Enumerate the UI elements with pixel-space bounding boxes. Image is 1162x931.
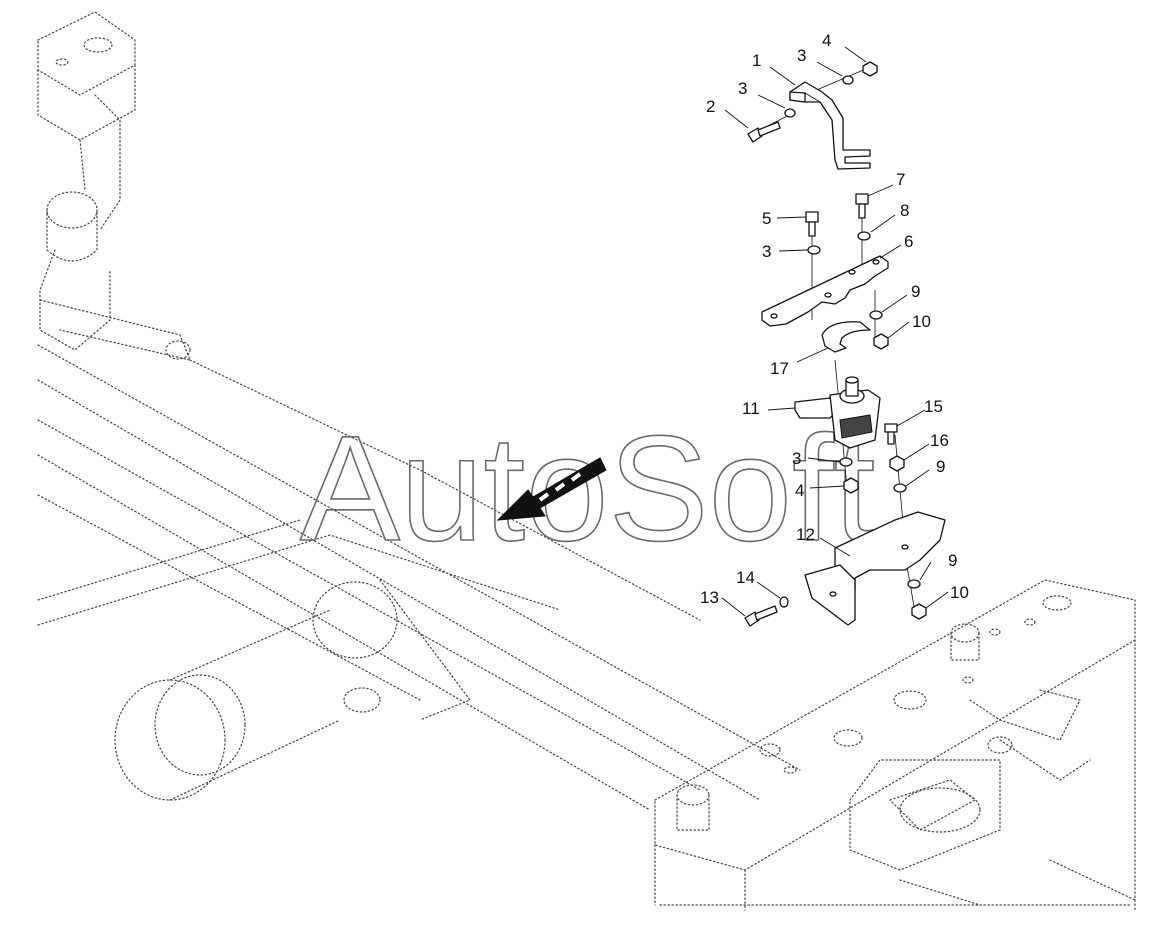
watermark: AutoSoft (299, 403, 876, 573)
callout-labels: 1 2 3 3 3 3 4 4 5 6 7 8 9 9 9 10 10 11 1… (700, 31, 969, 607)
axle-frame-background (37, 11, 1136, 911)
callout-2: 2 (706, 97, 715, 116)
mounting-plate-6 (761, 255, 889, 327)
bolt-15 (884, 423, 898, 445)
callout-9: 9 (936, 457, 945, 476)
callout-15: 15 (924, 397, 943, 416)
callout-7: 7 (896, 170, 905, 189)
nut-4-lower (843, 477, 859, 494)
bolt-2 (747, 121, 781, 143)
callout-4: 4 (822, 31, 831, 50)
callout-16: 16 (930, 431, 949, 450)
nut-4-upper (862, 61, 878, 77)
callout-14: 14 (736, 568, 755, 587)
washer-3-mid (807, 245, 821, 255)
callout-11: 11 (742, 399, 760, 418)
washer-14 (779, 596, 789, 608)
callout-3: 3 (762, 242, 771, 261)
washer-9-upper (869, 310, 883, 320)
callout-5: 5 (762, 209, 771, 228)
washer-8 (857, 231, 871, 241)
level-sensor-11 (794, 376, 881, 449)
callout-9: 9 (911, 282, 920, 301)
bolt-13 (744, 605, 778, 627)
washer-9-lower (907, 579, 921, 589)
callout-13: 13 (700, 588, 719, 607)
watermark-text: AutoSoft (300, 404, 875, 572)
upper-bracket (789, 81, 871, 170)
nut-10-upper (873, 333, 889, 350)
callout-1: 1 (752, 51, 761, 70)
rubber-pad-17 (821, 321, 871, 353)
callout-3: 3 (792, 449, 801, 468)
nut-16 (889, 455, 905, 472)
callout-10: 10 (950, 583, 969, 602)
leader-lines (721, 46, 949, 617)
callout-12: 12 (796, 525, 815, 544)
callout-4: 4 (795, 481, 804, 500)
callout-10: 10 (912, 312, 931, 331)
washer-3-upper-left (784, 108, 796, 118)
callout-17: 17 (770, 359, 789, 378)
callout-3: 3 (738, 79, 747, 98)
washer-3-lower (839, 457, 853, 467)
callout-6: 6 (904, 232, 913, 251)
nut-10-lower (911, 603, 927, 620)
callout-3: 3 (797, 46, 806, 65)
bolt-5 (805, 211, 819, 237)
lower-bracket-12 (804, 511, 946, 626)
washer-3-upper-right (842, 75, 854, 85)
callout-9: 9 (948, 551, 957, 570)
washer-9-middle (893, 483, 907, 493)
callout-8: 8 (900, 201, 909, 220)
bolt-7 (855, 193, 869, 219)
